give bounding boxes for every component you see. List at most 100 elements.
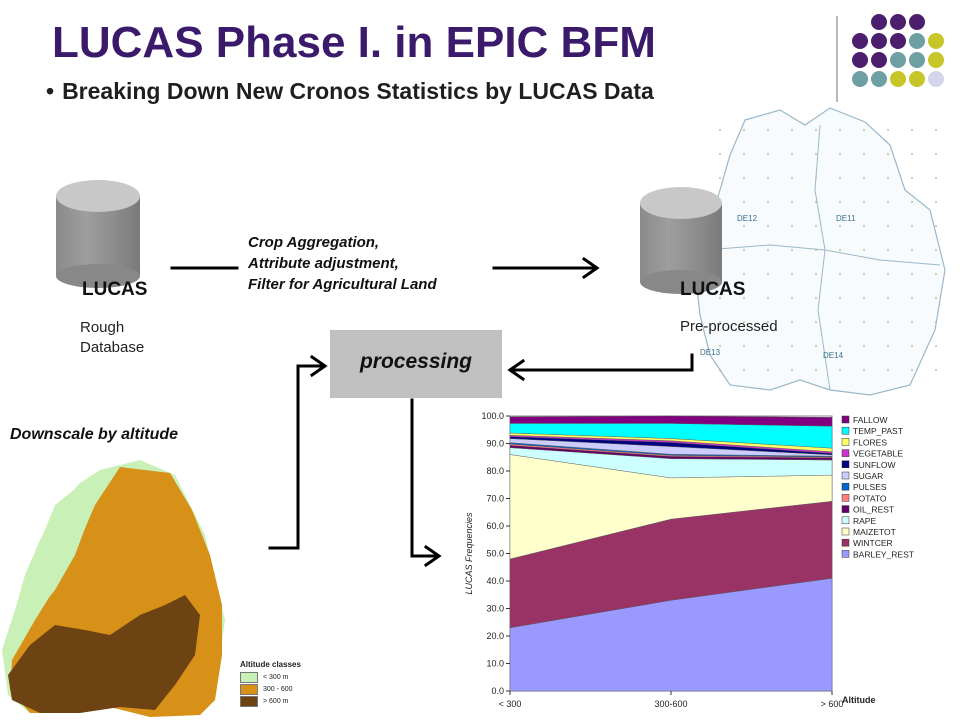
legend-label-barley_rest: BARLEY_REST <box>853 549 914 559</box>
grid-dot <box>935 369 937 371</box>
arrowhead-map-to-processing <box>309 354 328 378</box>
legend-swatch-fallow <box>841 415 850 424</box>
grid-dot <box>935 129 937 131</box>
slide-subtitle: •Breaking Down New Cronos Statistics by … <box>46 78 654 105</box>
grid-dot <box>863 321 865 323</box>
x-tick-label: 300-600 <box>654 699 687 708</box>
legend-label-maizetot: MAIZETOT <box>853 527 896 537</box>
grid-dot <box>911 249 913 251</box>
grid-dot <box>815 249 817 251</box>
grid-dot <box>935 153 937 155</box>
grid-dot <box>839 321 841 323</box>
grid-dot <box>839 369 841 371</box>
processing-box <box>330 330 502 398</box>
region-label-de11: DE11 <box>836 214 856 223</box>
slide-title: LUCAS Phase I. in EPIC BFM <box>52 18 656 67</box>
grid-dot <box>887 249 889 251</box>
subtitle-text: Breaking Down New Cronos Statistics by L… <box>62 78 654 104</box>
grid-dot <box>719 321 721 323</box>
grid-dot <box>791 225 793 227</box>
grid-dot <box>743 153 745 155</box>
legend-swatch-high <box>240 695 258 707</box>
grid-dot <box>767 345 769 347</box>
grid-dot <box>791 321 793 323</box>
y-tick-label: 100.0 <box>481 411 504 421</box>
downscale-label: Downscale by altitude <box>10 426 179 443</box>
legend-swatch-pulses <box>841 482 850 491</box>
grid-dot <box>839 201 841 203</box>
y-tick-label: 60.0 <box>486 521 504 531</box>
legend-swatch-wintcer <box>841 538 850 547</box>
grid-dot <box>767 249 769 251</box>
grid-dot <box>767 129 769 131</box>
arrowhead-to-processing <box>507 358 526 382</box>
grid-dot <box>863 129 865 131</box>
decorative-dot <box>852 33 868 49</box>
grid-dot <box>887 321 889 323</box>
legend-label-fallow: FALLOW <box>853 415 887 425</box>
decorative-dot <box>909 71 925 87</box>
legend-swatch-vegetable <box>841 449 850 457</box>
region-map-border-ew <box>704 244 941 266</box>
x-tick-label: < 300 <box>499 699 522 708</box>
processing-label: processing <box>359 350 473 373</box>
decorative-dot <box>871 33 887 49</box>
right-db-label: LUCAS <box>680 279 746 300</box>
legend-label-low: < 300 m <box>263 673 289 681</box>
grid-dot <box>743 201 745 203</box>
legend-label-oil_rest: OIL_REST <box>853 505 894 515</box>
grid-dot <box>767 369 769 371</box>
grid-dot <box>743 321 745 323</box>
grid-dot <box>935 225 937 227</box>
decorative-dot <box>871 14 887 30</box>
grid-dot <box>743 297 745 299</box>
decorative-dot <box>909 14 925 30</box>
grid-dot <box>815 225 817 227</box>
grid-dot <box>863 153 865 155</box>
y-tick-label: 80.0 <box>486 466 504 476</box>
grid-dot <box>887 297 889 299</box>
grid-dot <box>935 321 937 323</box>
decorative-dot <box>909 33 925 49</box>
grid-dot <box>815 345 817 347</box>
altitude-legend-item: < 300 m <box>240 671 301 683</box>
legend-swatch-potato <box>841 494 850 502</box>
legend-label-mid: 300 - 600 <box>263 685 293 693</box>
y-axis-label: LUCAS Frequencies <box>464 512 474 595</box>
legend-swatch-rape <box>841 516 850 525</box>
right-db-caption: Pre-processed <box>680 318 778 335</box>
decorative-dot <box>852 52 868 68</box>
grid-dot <box>887 129 889 131</box>
grid-dot <box>911 201 913 203</box>
grid-dot <box>911 321 913 323</box>
grid-dot <box>743 345 745 347</box>
y-tick-label: 0.0 <box>491 686 504 696</box>
region-map-background: DE12 DE11 DE13 DE14 <box>694 107 946 396</box>
grid-dot <box>911 177 913 179</box>
grid-dot <box>767 201 769 203</box>
grid-dot <box>767 177 769 179</box>
x-tick-label: > 600 <box>821 699 844 708</box>
grid-dot <box>887 369 889 371</box>
y-tick-label: 70.0 <box>486 494 504 504</box>
grid-dot <box>791 297 793 299</box>
y-tick-label: 20.0 <box>486 631 504 641</box>
y-tick-label: 40.0 <box>486 576 504 586</box>
altitude-legend: Altitude classes < 300 m 300 - 600 > 600… <box>240 660 301 707</box>
legend-swatch-flores <box>841 438 850 446</box>
legend-label-flores: FLORES <box>853 437 887 447</box>
region-label-de14: DE14 <box>823 351 844 360</box>
decorative-dot <box>890 52 906 68</box>
decorative-dot <box>871 71 887 87</box>
legend-swatch-sugar <box>841 471 850 480</box>
grid-dot <box>863 201 865 203</box>
grid-dot <box>815 129 817 131</box>
grid-dot <box>743 249 745 251</box>
decorative-dot <box>890 71 906 87</box>
grid-dot <box>839 225 841 227</box>
grid-dot <box>887 153 889 155</box>
grid-dot <box>935 201 937 203</box>
decorative-dot <box>890 33 906 49</box>
altitude-map <box>2 460 225 717</box>
grid-dot <box>719 177 721 179</box>
